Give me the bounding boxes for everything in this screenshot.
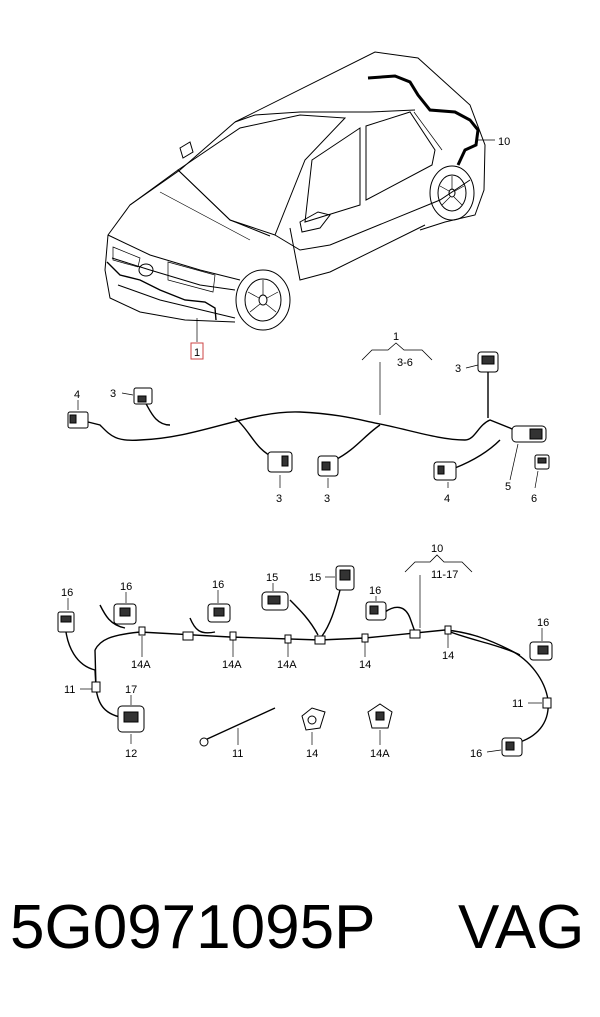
rear-label-16-e: 16 [537,617,549,629]
clip-14A [367,703,393,729]
rear-range-label: 11-17 [431,569,458,581]
brand-name: VAG [458,893,585,962]
front-range-label: 3-6 [397,357,413,369]
front-connector-3-mid1 [267,451,293,473]
rear-label-16-b: 16 [120,581,132,593]
front-label-4-right: 4 [444,493,450,505]
front-connector-4-right [433,461,457,481]
rear-label-14A-3: 14A [277,659,297,671]
rear-harness: 10 11-17 [57,543,553,760]
rear-label-11-a: 11 [64,684,75,696]
front-label-3-mid2: 3 [324,493,330,505]
front-label-3-left: 3 [110,388,116,400]
rear-connector-16-b [113,603,137,625]
cable-tie-11 [199,707,276,747]
rear-label-15-b: 15 [309,572,321,584]
front-label-4-left: 4 [74,389,80,401]
rear-connector-16-d [365,601,387,621]
rear-label-14A-4: 14A [370,748,390,760]
rear-label-11-c: 11 [512,698,523,710]
front-connector-4-left [67,411,89,429]
front-label-6: 6 [531,493,537,505]
rear-group-label: 10 [431,543,443,555]
rear-label-12: 12 [125,748,137,760]
rear-label-14-2: 14 [442,650,454,662]
rear-label-14A-2: 14A [222,659,242,671]
front-connector-3-right [477,351,499,373]
front-label-3-mid1: 3 [276,493,282,505]
rear-connector-15-a [261,591,289,611]
front-connector-6 [534,454,550,470]
rear-label-15-a: 15 [266,572,278,584]
clip-14 [301,707,326,731]
rear-label-14-1: 14 [359,659,371,671]
car-illustration: 1 10 [104,51,510,360]
rear-clip-markers [91,625,552,709]
rear-connector-16-e [529,641,553,661]
rear-label-17: 17 [125,684,137,696]
front-connector-3-left [133,387,153,405]
rear-connector-12 [117,705,145,733]
front-connector-3-mid2 [317,455,339,477]
rear-connector-16-a [57,611,75,633]
front-label-3-right: 3 [455,363,461,375]
part-number: 5G0971095P [10,893,376,962]
front-connector-5 [511,425,547,443]
rear-label-14A-1: 14A [131,659,151,671]
front-group-label: 1 [393,331,399,343]
callout-1-car: 1 [194,347,200,359]
rear-connector-16-c [207,603,231,623]
rear-connector-16-f [501,737,523,757]
rear-label-16-c: 16 [212,579,224,591]
callout-10-car: 10 [498,136,510,148]
rear-label-16-d: 16 [369,585,381,597]
rear-label-11-b: 11 [232,748,243,760]
front-label-5: 5 [505,481,511,493]
rear-label-16-a: 16 [61,587,73,599]
rear-connector-15-b [335,565,355,591]
front-harness: 1 3-6 4 3 3 3 3 4 5 6 [67,331,550,505]
rear-label-14-3: 14 [306,748,318,760]
rear-label-16-f: 16 [470,748,482,760]
